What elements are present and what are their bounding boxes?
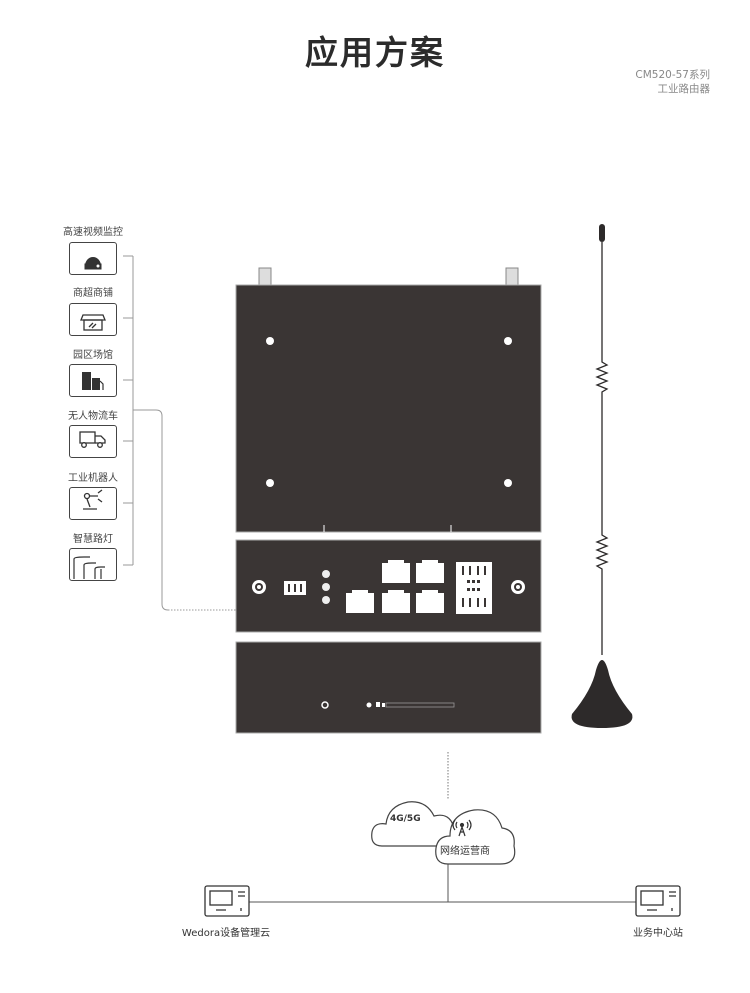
tower-icon: [452, 819, 472, 837]
robot-arm-icon: [69, 487, 117, 520]
cloud-operator: [435, 809, 516, 865]
street-light-icon: [69, 548, 117, 581]
management-cloud-label: Wedora设备管理云: [181, 928, 271, 939]
network-lines: [228, 752, 657, 903]
scenario-label: 智慧路灯: [73, 534, 113, 545]
computer-icon-left: [204, 885, 250, 917]
page-title: 应用方案: [305, 33, 445, 72]
scenario-bracket: [123, 255, 236, 611]
product-type: 工业路由器: [657, 83, 711, 95]
router-back-panel: [235, 641, 542, 734]
scenario-label: 无人物流车: [68, 411, 118, 422]
business-center-label: 业务中心站: [633, 928, 683, 939]
antenna: [571, 224, 633, 728]
cloud-operator-label: 网络运营商: [440, 846, 490, 857]
router-top-view: [235, 267, 542, 533]
scenario-icons: [73, 257, 106, 579]
truck-icon: [69, 425, 117, 458]
scenario-label: 高速视频监控: [63, 227, 123, 238]
cloud-4g5g-label: 4G/5G: [390, 814, 421, 824]
computer-icon-right: [635, 885, 681, 917]
scenario-label: 工业机器人: [68, 473, 118, 484]
router-front-panel: [235, 539, 542, 633]
scenario-label: 园区场馆: [73, 350, 113, 361]
scenario-label: 商超商铺: [73, 288, 113, 299]
model-series: CM520-57系列: [635, 69, 710, 81]
